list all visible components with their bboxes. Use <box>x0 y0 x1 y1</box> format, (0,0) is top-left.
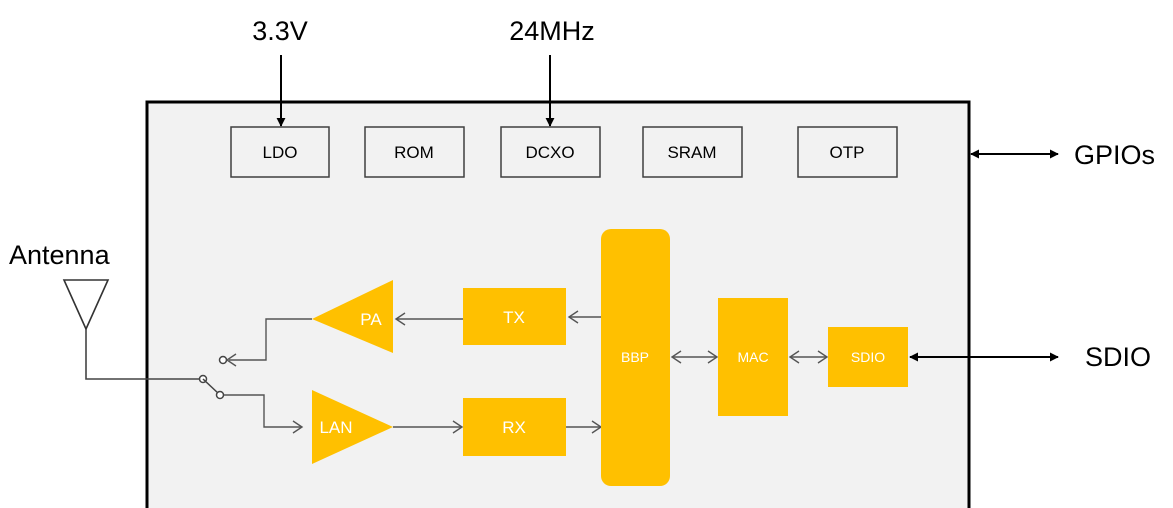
sram-label: SRAM <box>667 143 716 162</box>
lan-amplifier: LAN <box>312 390 393 464</box>
rom-block: ROM <box>364 126 465 178</box>
sdio-block-label: SDIO <box>851 349 885 365</box>
supply-voltage-label: 3.3V <box>252 16 308 46</box>
rx-block: RX <box>463 398 566 456</box>
gpios-label: GPIOs <box>1074 140 1155 170</box>
sdio-external-label: SDIO <box>1085 342 1151 372</box>
ldo-block: LDO <box>230 126 330 178</box>
antenna-icon <box>62 279 200 380</box>
mac-block: MAC <box>718 298 788 416</box>
pa-amplifier: PA <box>312 280 393 353</box>
lan-label: LAN <box>319 418 352 437</box>
rx-label: RX <box>502 418 526 437</box>
tx-label: TX <box>503 308 525 327</box>
dcxo-label: DCXO <box>525 143 574 162</box>
pa-label: PA <box>360 310 382 329</box>
bbp-label: BBP <box>621 349 649 365</box>
sram-block: SRAM <box>642 126 743 178</box>
otp-block: OTP <box>797 126 898 178</box>
bbp-block: BBP <box>601 229 670 486</box>
dcxo-block: DCXO <box>500 126 601 178</box>
otp-label: OTP <box>830 143 865 162</box>
mac-label: MAC <box>737 349 768 365</box>
tx-block: TX <box>463 288 566 345</box>
clock-frequency-label: 24MHz <box>509 16 595 46</box>
antenna-label: Antenna <box>9 240 111 270</box>
rom-label: ROM <box>394 143 434 162</box>
ldo-label: LDO <box>263 143 298 162</box>
sdio-block: SDIO <box>828 327 908 387</box>
